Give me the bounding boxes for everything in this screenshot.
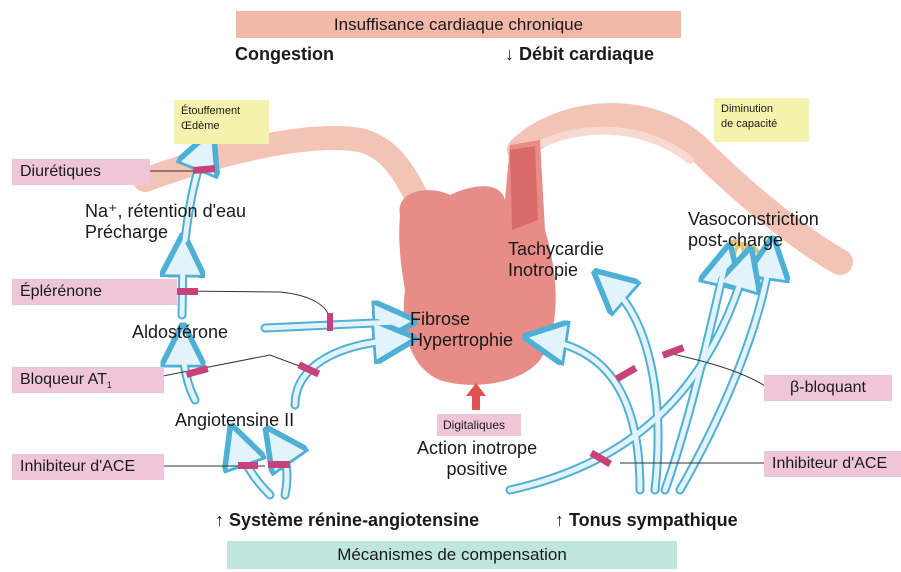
tachy-line-2: Inotropie bbox=[508, 260, 604, 281]
vaso-label: Vasoconstriction post-charge bbox=[688, 209, 819, 250]
capacity-line-2: de capacité bbox=[721, 117, 802, 132]
bloqueur-subscript: 1 bbox=[107, 380, 112, 390]
vaso-line-1: Vasoconstriction bbox=[688, 209, 819, 230]
digitaliques-box: Digitaliques bbox=[437, 414, 521, 436]
digitaliques-arrow bbox=[466, 383, 486, 410]
action-label: Action inotrope positive bbox=[417, 438, 537, 479]
symptoms-line-2: Œdème bbox=[181, 119, 262, 134]
bloqueur-box: Bloqueur AT1 bbox=[12, 367, 164, 393]
na-retention-label: Na⁺, rétention d'eau Précharge bbox=[85, 201, 246, 242]
bloqueur-label: Bloqueur AT bbox=[20, 371, 107, 388]
inhibiteur-left-box: Inhibiteur d'ACE bbox=[12, 454, 164, 480]
arrow-symp-to-fibrose bbox=[545, 340, 640, 490]
tachy-line-1: Tachycardie bbox=[508, 239, 604, 260]
sympathetic-label: ↑ Tonus sympathique bbox=[555, 510, 738, 531]
capacity-line-1: Diminution bbox=[721, 102, 802, 117]
fibrose-label: Fibrose Hypertrophie bbox=[410, 309, 513, 350]
symptoms-box: Étouffement Œdème bbox=[174, 100, 269, 144]
symptoms-line-1: Étouffement bbox=[181, 104, 262, 119]
na-retention-line-1: Na⁺, rétention d'eau bbox=[85, 201, 246, 222]
action-line-1: Action inotrope bbox=[417, 438, 537, 459]
eplerenone-box: Éplérénone bbox=[12, 279, 177, 305]
fibrose-line-2: Hypertrophie bbox=[410, 330, 513, 351]
debit-label: ↓ Débit cardiaque bbox=[505, 44, 654, 65]
vaso-line-2: post-charge bbox=[688, 230, 819, 251]
aldosterone-label: Aldostérone bbox=[132, 322, 228, 343]
fibrose-line-1: Fibrose bbox=[410, 309, 513, 330]
beta-bloquant-box: β-bloquant bbox=[764, 375, 892, 401]
na-retention-line-2: Précharge bbox=[85, 222, 246, 243]
tachy-label: Tachycardie Inotropie bbox=[508, 239, 604, 280]
angiotensine-label: Angiotensine II bbox=[175, 410, 294, 431]
diuretiques-box: Diurétiques bbox=[12, 159, 150, 185]
heart-highlight bbox=[510, 146, 538, 230]
inhibiteur-right-box: Inhibiteur d'ACE bbox=[764, 451, 901, 477]
raas-label: ↑ Système rénine-angiotensine bbox=[215, 510, 479, 531]
top-banner: Insuffisance cardiaque chronique bbox=[236, 11, 681, 38]
capacity-box: Diminution de capacité bbox=[714, 98, 809, 142]
bottom-banner: Mécanismes de compensation bbox=[227, 541, 677, 569]
action-line-2: positive bbox=[417, 459, 537, 480]
congestion-label: Congestion bbox=[235, 44, 334, 65]
